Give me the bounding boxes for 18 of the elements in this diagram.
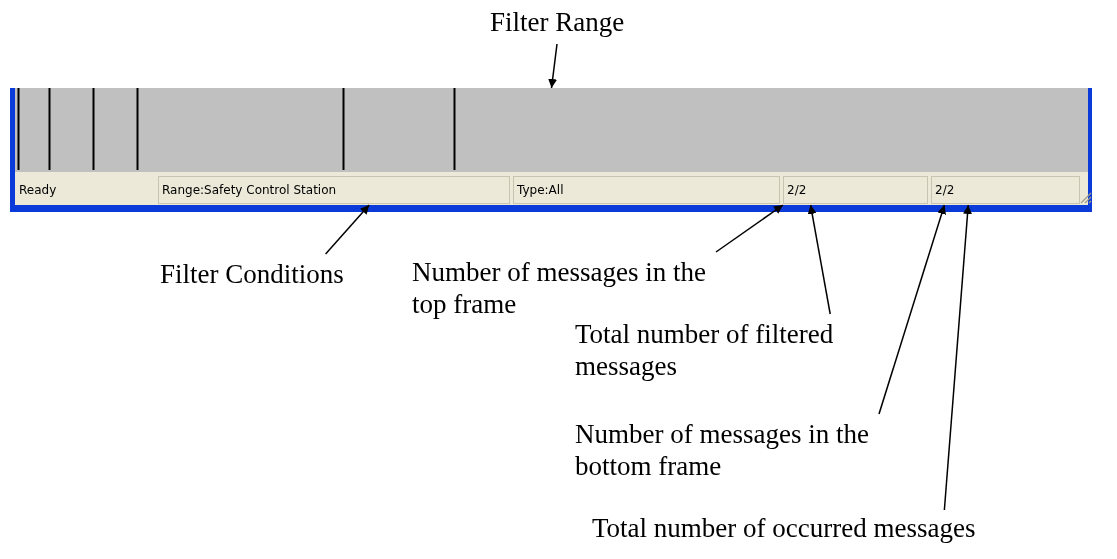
- arrow: [878, 204, 946, 415]
- status-pane: 2/2: [783, 176, 928, 204]
- arrow: [715, 204, 784, 253]
- arrow: [943, 204, 973, 511]
- callout-label: Total number of occurred messages: [592, 512, 976, 544]
- arrow: [324, 204, 370, 255]
- message-list-area: [15, 88, 1088, 172]
- callout-label: Number of messages in the bottom frame: [575, 418, 895, 482]
- callout-label: Filter Conditions: [160, 258, 344, 290]
- callout-label: Number of messages in the top frame: [412, 256, 732, 320]
- arrow: [807, 204, 831, 315]
- callout-label: Filter Range: [490, 6, 625, 38]
- node-label: Ready: [19, 183, 57, 197]
- callout-label: Total number of filtered messages: [575, 318, 865, 382]
- status-pane: 2/2: [931, 176, 1080, 204]
- arrow: [548, 43, 558, 89]
- status-pane: Type:All: [513, 176, 780, 204]
- status-pane: Range:Safety Control Station: [158, 176, 510, 204]
